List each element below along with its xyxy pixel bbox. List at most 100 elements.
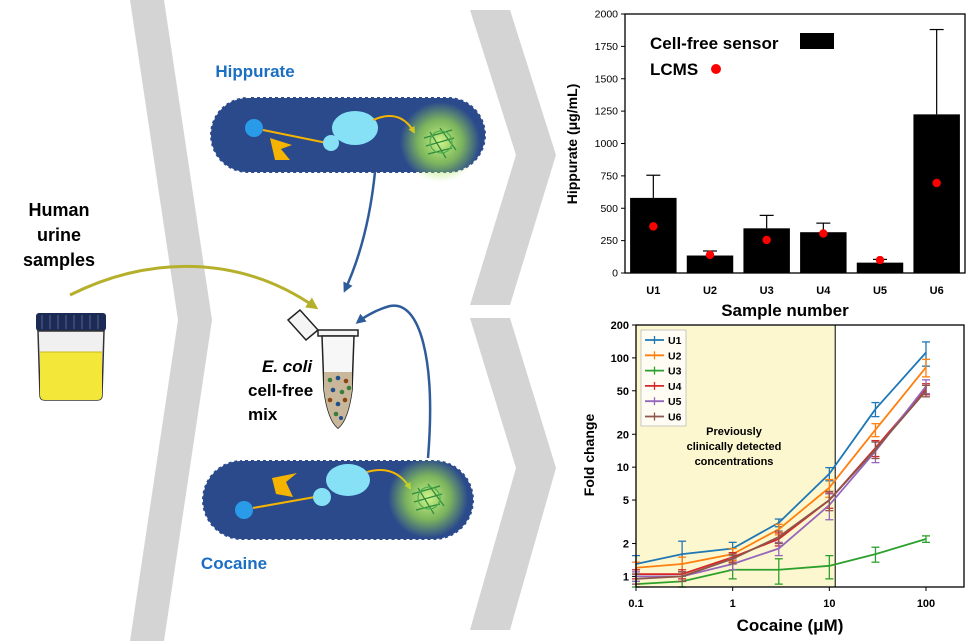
chevron-right-top [470,10,556,305]
lcms-point-U4 [819,229,828,238]
ecoli-label: E. coli [262,357,313,376]
human-label-line1: Human [28,200,89,220]
bar-x-axis-label: Sample number [721,301,849,320]
bar-y-tick-label: 250 [600,235,618,247]
human-label-line3: samples [23,250,95,270]
cocaine-receptor [326,464,370,496]
legend-label-U1: U1 [668,335,682,347]
lcms-point-U1 [649,222,658,231]
bar-y-axis-label: Hippurate (μg/mL) [564,84,580,205]
line-x-tick-label: 100 [917,598,935,610]
line-y-tick-label: 100 [611,353,629,365]
cocaine-small-receptor [313,488,331,506]
bar-x-tick-label: U3 [760,285,774,297]
bar-legend: Cell-free sensor LCMS [650,33,834,79]
hippurate-to-tube-arrow [343,171,377,293]
urine-cup-icon [36,313,106,401]
hippurate-orange-wedge [270,138,292,160]
line-legend-box [640,329,687,427]
bar-x-tick-label: U1 [646,285,660,297]
chevron-left [130,0,212,641]
bar-y-tick-label: 1000 [595,138,619,150]
legend-label-U5: U5 [668,396,682,408]
line-x-tick-label: 0.1 [628,598,643,610]
bar-y-tick-label: 1500 [595,73,619,85]
bar-y-tick-label: 2000 [595,9,619,21]
line-y-tick-label: 20 [617,429,629,441]
background-chevrons [130,0,556,641]
line-y-tick-label: 200 [611,320,629,332]
bar-U5 [856,262,904,273]
hippurate-receptor [332,111,378,145]
cocaine-ligand [235,501,253,519]
line-y-tick-label: 50 [617,386,629,398]
bar-y-tick-label: 750 [600,170,618,182]
line-y-axis-label: Fold change [581,414,597,497]
cocaine-gfp-icon [411,483,445,515]
bar-legend-label-cellfree: Cell-free sensor [650,34,779,53]
bar-y-ticks: 0 250 500 750 1000 1250 1500 1750 2000 [595,9,625,280]
cocaine-cell [201,458,475,541]
bar-U2 [686,255,734,273]
bar-y-tick-label: 500 [600,203,618,215]
bar-y-tick-label: 0 [612,268,618,280]
hippurate-label: Hippurate [215,62,294,81]
line-x-axis-label: Cocaine (μM) [737,616,844,635]
bar-y-tick-label: 1750 [595,41,619,53]
cellfree-label-line2: mix [248,405,278,424]
bar-U4 [800,232,847,273]
lcms-point-U3 [762,235,771,245]
line-y-tick-label: 10 [617,462,629,474]
bar-x-tick-label: U4 [816,285,831,297]
cocaine-to-tube-arrow [355,304,432,459]
line-x-tick-label: 10 [823,598,835,610]
hippurate-ligand [245,119,263,137]
tube-icon [286,308,359,429]
line-y-tick-label: 1 [623,571,629,583]
line-y-ticks: 1 2 5 10 20 50 100 200 [611,320,636,583]
bar-U3 [743,228,790,273]
cocaine-label: Cocaine [201,554,267,573]
bar-x-ticks: U1 U2 U3 U4 U5 U6 [646,285,943,297]
bar-legend-label-lcms: LCMS [650,60,698,79]
legend-label-U3: U3 [668,366,682,378]
bar-bars [630,114,960,273]
line-y-tick-label: 5 [623,495,629,507]
hippurate-cell [209,96,487,182]
human-label-line2: urine [37,225,81,245]
lcms-point-U2 [705,250,715,260]
lcms-point-U5 [875,255,885,265]
line-y-tick-label: 2 [623,539,629,551]
cellfree-label-line1: cell-free [248,381,313,400]
cocaine-orange-wedge [272,473,297,497]
bar-x-tick-label: U2 [703,285,717,297]
line-plot-frame [635,324,965,588]
bar-U6 [913,114,960,273]
annotation-line1: Previously [706,426,763,438]
line-x-tick-label: 1 [730,598,736,610]
bar-legend-swatch-cellfree [800,33,834,49]
legend-label-U6: U6 [668,412,682,424]
annotation-line3: concentrations [695,456,774,468]
legend-label-U4: U4 [668,381,682,393]
line-series [632,341,930,588]
line-x-ticks: 0.1 1 10 100 [628,587,935,610]
bar-plot-frame [624,13,966,274]
bar-U1 [630,197,677,273]
hippurate-small-receptor [323,135,339,151]
legend-label-U2: U2 [668,350,682,362]
bar-y-tick-label: 1250 [595,106,619,118]
chevron-right-bottom [470,318,556,630]
hippurate-gfp-icon [423,127,457,159]
lcms-point-U6 [932,178,941,188]
bar-legend-swatch-lcms [711,64,721,74]
urine-to-tube-arrow [69,264,319,310]
cocaine-line-chart: 1 2 5 10 20 50 100 200 0.1 1 10 100 Previously cli… [581,320,965,635]
annotation-line2: clinically detected [687,441,782,453]
bar-x-tick-label: U6 [930,285,944,297]
bar-x-tick-label: U5 [873,285,887,297]
bar-lcms-points [649,178,941,265]
